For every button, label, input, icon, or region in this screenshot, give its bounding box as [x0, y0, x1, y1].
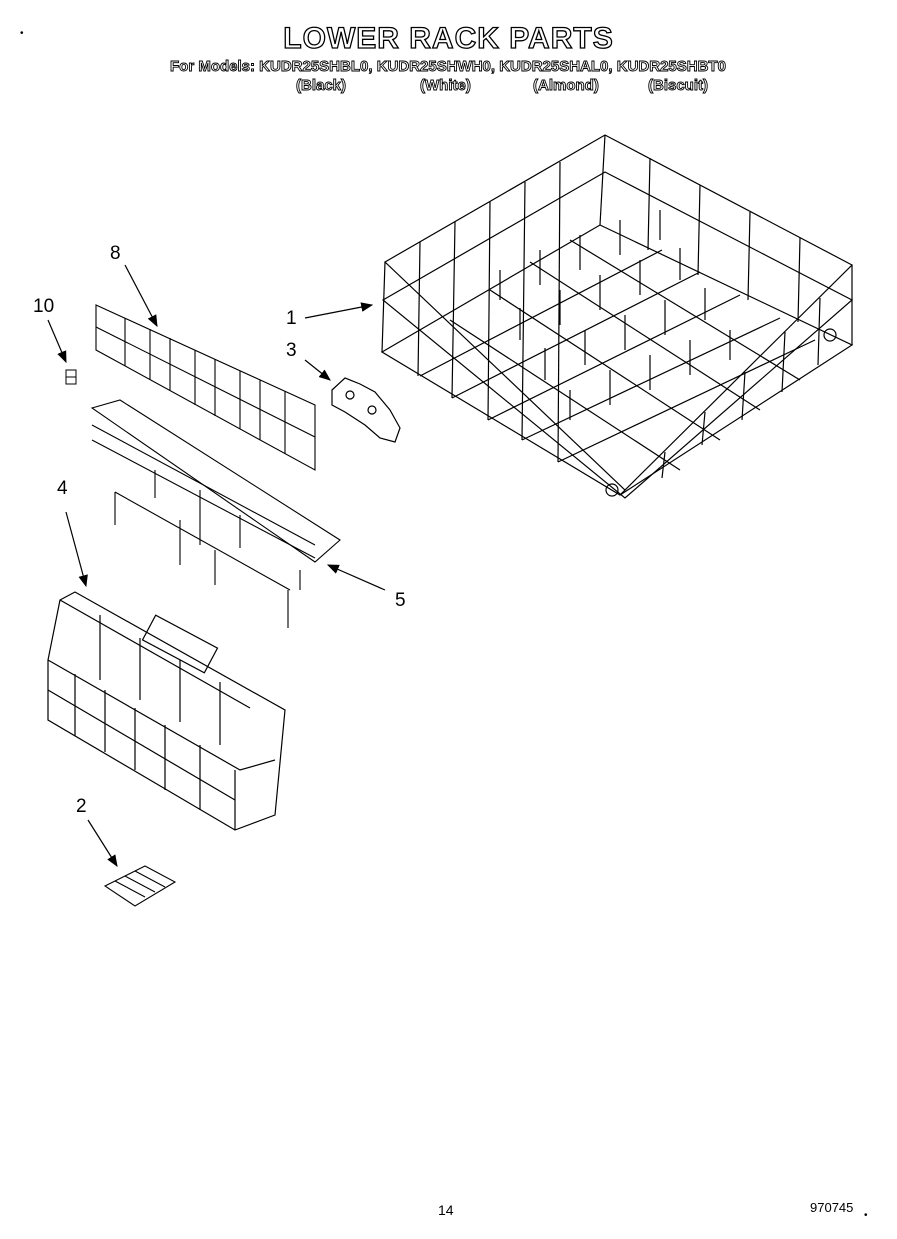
document-code: 970745: [810, 1200, 854, 1215]
shield-drawing: [95, 304, 316, 471]
color-biscuit: (Biscuit): [648, 77, 709, 95]
color-almond: (Almond): [533, 77, 600, 95]
rack-clip-drawing: [331, 377, 401, 443]
callout-5: 5: [395, 590, 406, 611]
models-line: For Models: KUDR25SHBL0, KUDR25SHWH0, KU…: [170, 58, 727, 76]
callout-2: 2: [76, 796, 87, 817]
arrow-5: [326, 564, 386, 591]
arrow-8: [124, 264, 158, 328]
basket-cover-drawing: [103, 865, 177, 907]
callout-8: 8: [110, 243, 121, 264]
arrow-3: [304, 359, 331, 381]
callout-1: 1: [286, 308, 297, 329]
callout-3: 3: [286, 340, 297, 361]
arrow-2: [87, 819, 118, 868]
callout-10: 10: [33, 296, 55, 317]
tine-row-drawing: [90, 399, 341, 628]
lower-rack-drawing: [380, 134, 854, 499]
footer-mark: •: [864, 1210, 868, 1221]
leader-arrows: [47, 264, 386, 868]
arrow-10: [47, 319, 67, 364]
small-clip-drawing: [65, 369, 77, 385]
page-title: LOWER RACK PARTS: [283, 21, 614, 55]
arrow-1: [304, 302, 374, 319]
arrow-4: [65, 511, 88, 588]
callout-4: 4: [57, 478, 68, 499]
corner-mark: •: [20, 28, 24, 39]
silverware-basket-drawing: [47, 591, 286, 831]
color-black: (Black): [296, 77, 347, 95]
color-white: (White): [420, 77, 472, 95]
page-number: 14: [438, 1202, 454, 1218]
